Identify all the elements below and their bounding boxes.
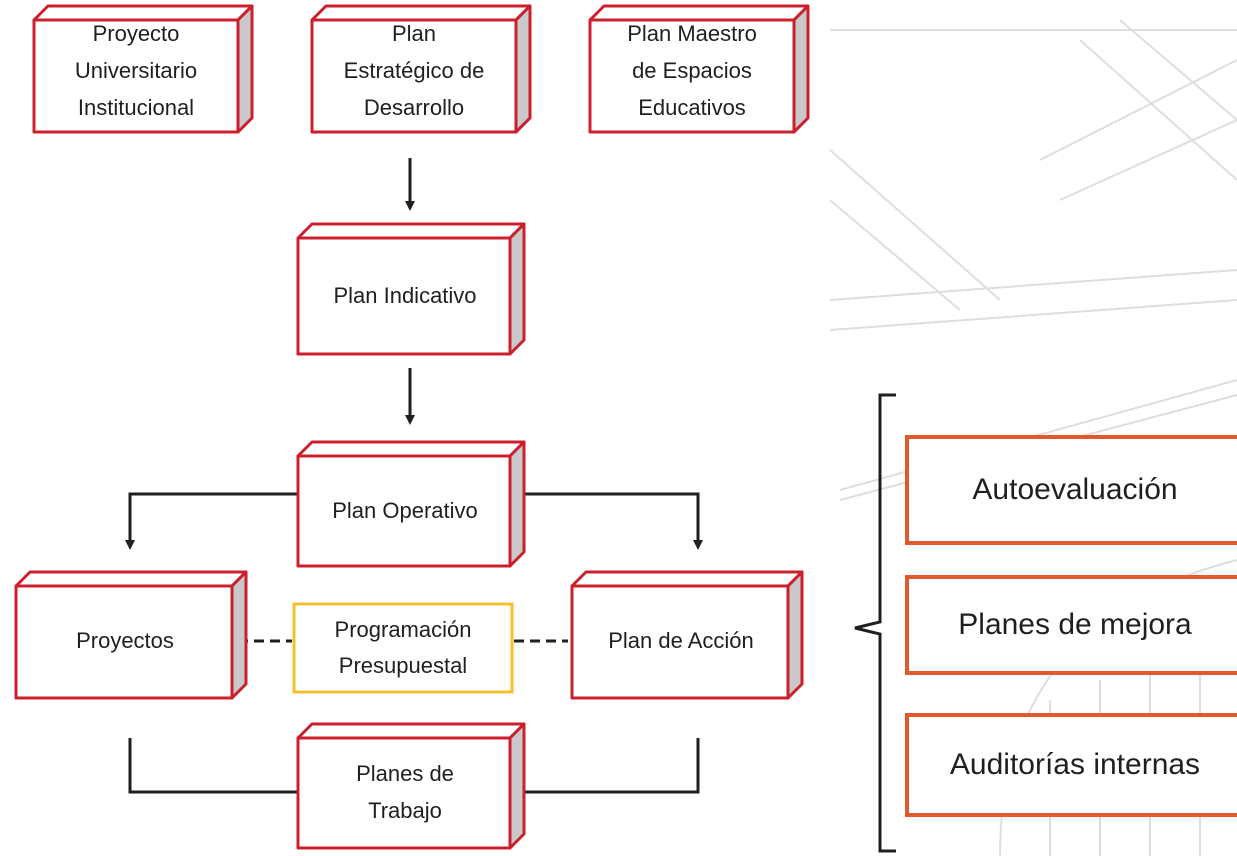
arrow-operativo-to-proyectos	[125, 492, 300, 550]
arrow-operativo-to-plan-de-accion	[518, 492, 703, 550]
curly-brace	[854, 393, 896, 853]
box-plan-indicativo	[296, 222, 526, 356]
box-plan-estrategico	[310, 4, 532, 134]
background-line	[829, 59, 1237, 311]
connector-proyectos-to-trabajo	[128, 738, 300, 794]
box-proyectos	[14, 570, 248, 700]
side-item-autoevaluacion: Autoevaluación	[905, 435, 1237, 545]
connector-accion-to-trabajo	[518, 738, 700, 794]
box-planes-de-trabajo	[296, 722, 526, 850]
background-line	[1079, 19, 1237, 181]
box-plan-de-accion	[570, 570, 804, 700]
box-plan-operativo	[296, 440, 526, 568]
background-line	[829, 29, 1237, 331]
box-proyecto-universitario	[32, 4, 254, 134]
box-plan-maestro	[588, 4, 810, 134]
side-item-planes-de-mejora: Planes de mejora	[905, 575, 1237, 675]
side-item-auditorias-internas: Auditorías internas	[905, 713, 1237, 817]
box-programacion-presupuestal	[292, 602, 514, 694]
